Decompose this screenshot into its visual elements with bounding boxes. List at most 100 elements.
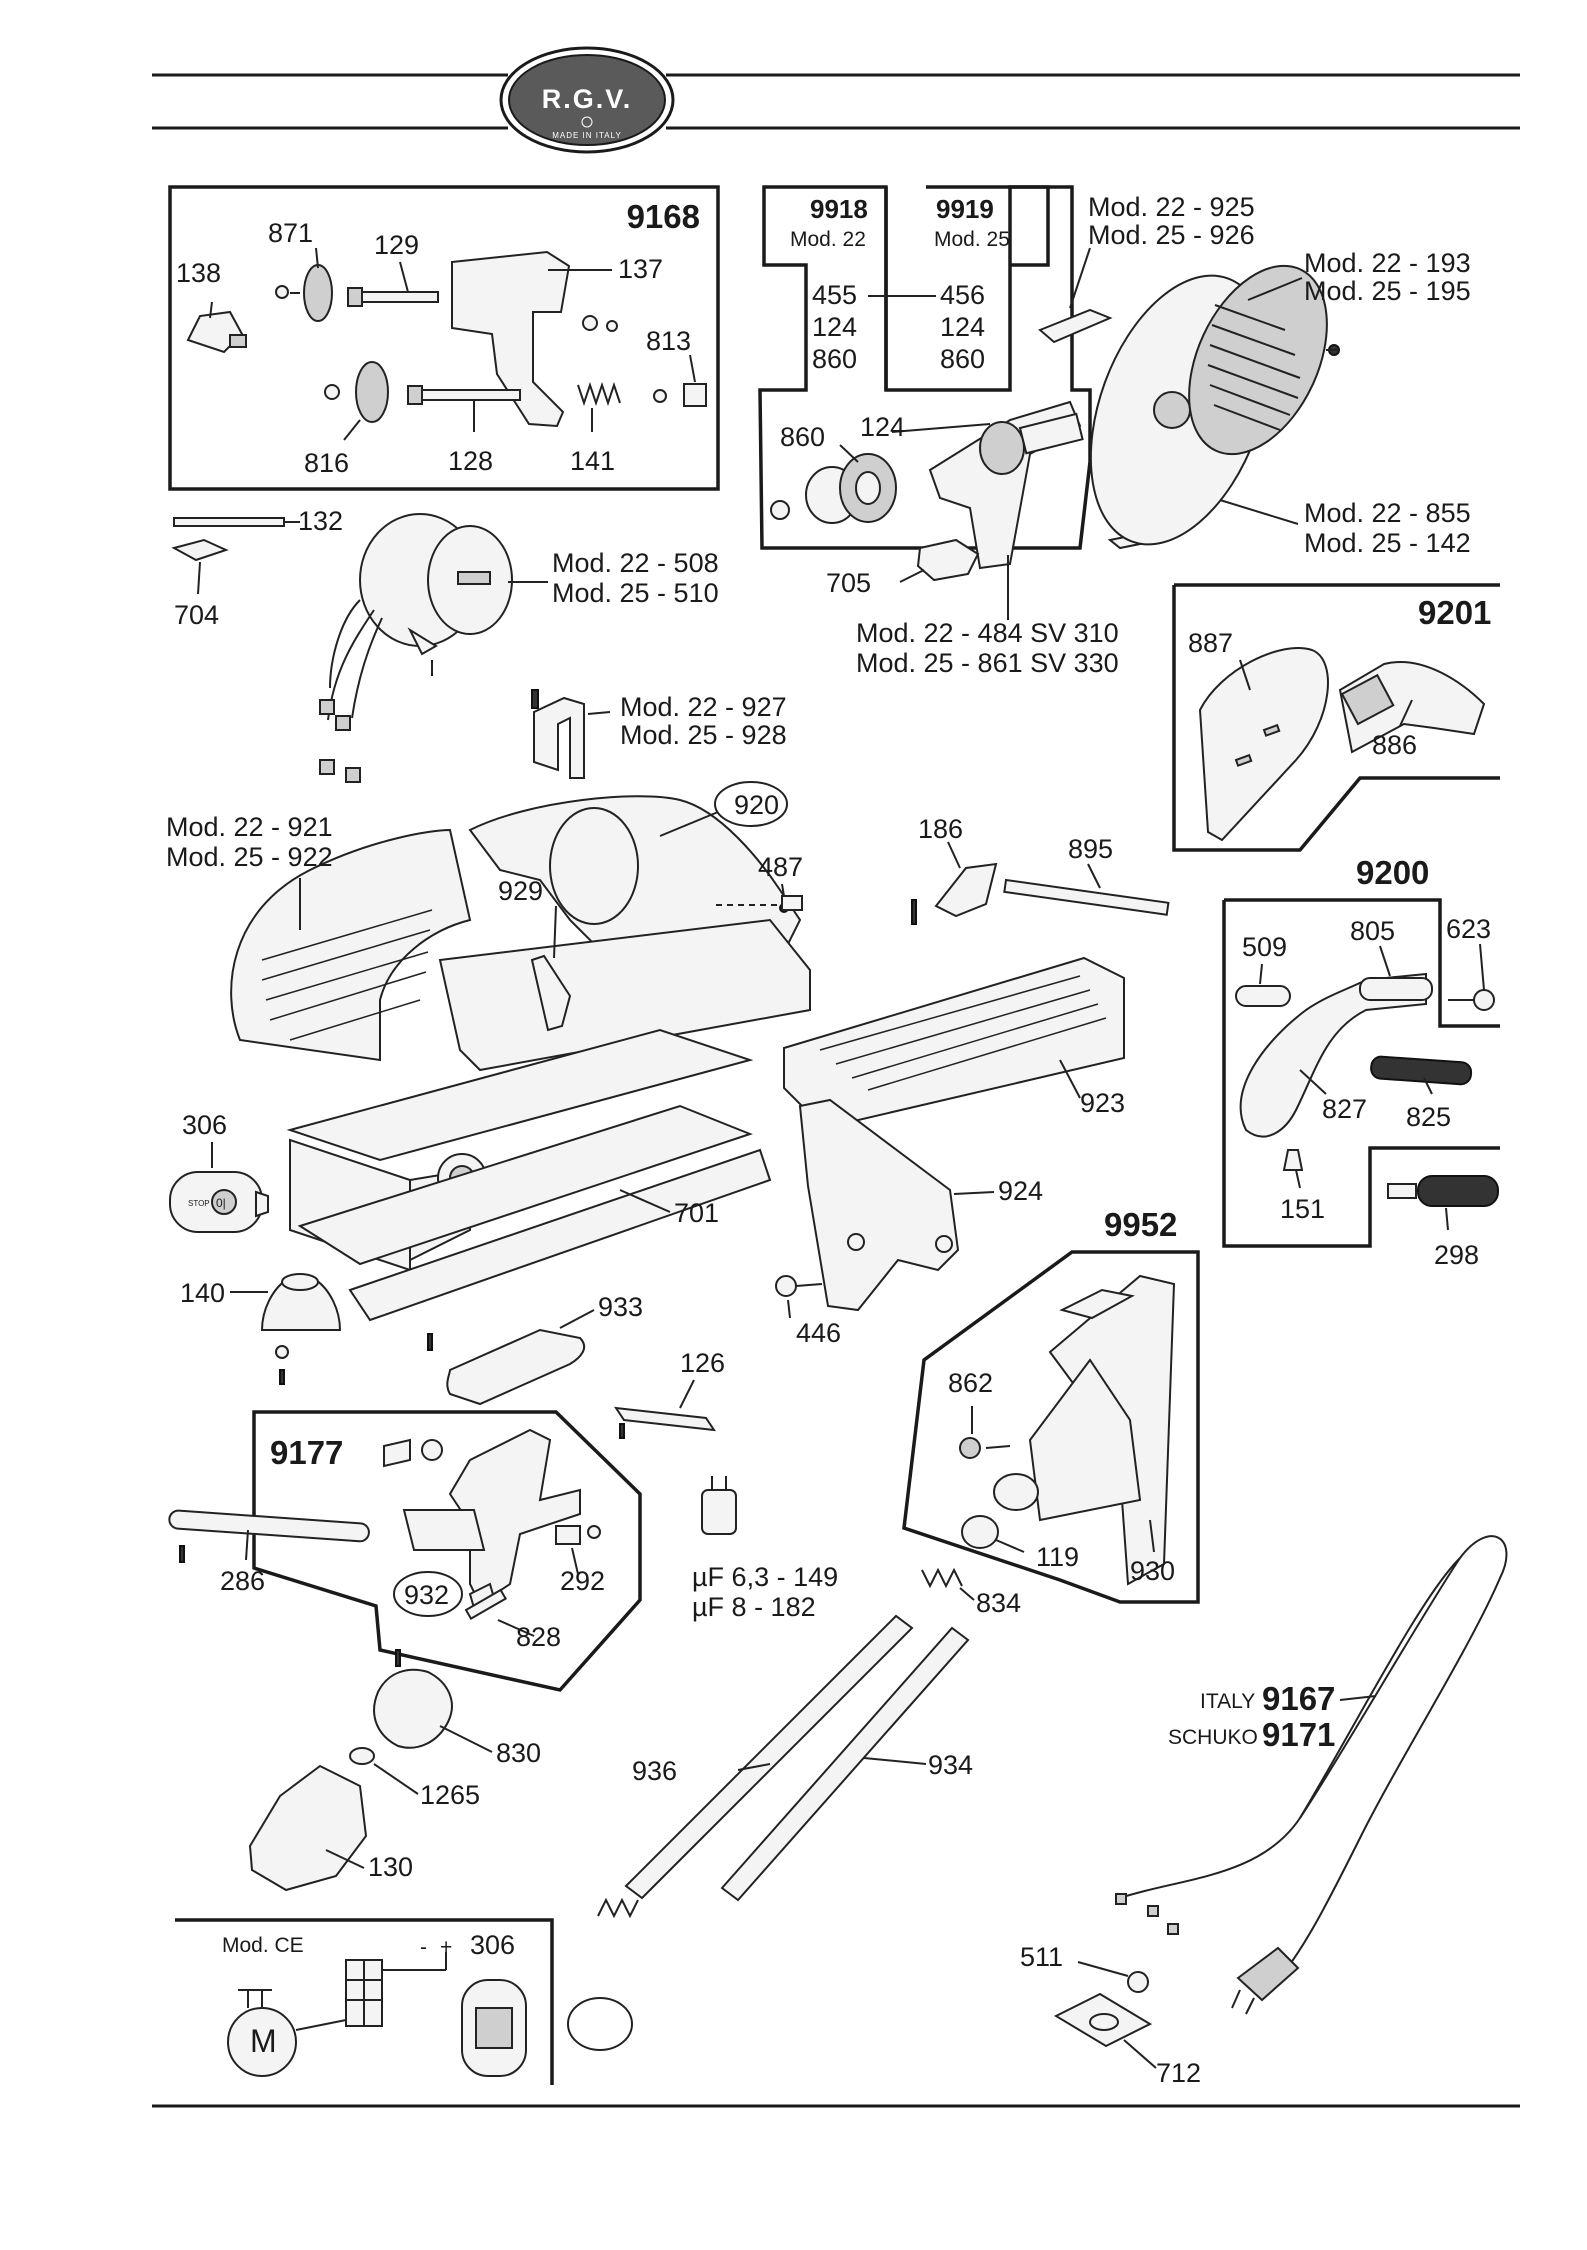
inset-title: Mod. CE [222,1934,304,1957]
part-805-grip [1359,977,1433,1001]
label-923: 923 [1080,1088,1125,1118]
label-149: µF 6,3 - 149 [692,1562,838,1592]
group-9918-label: 9918 [810,194,868,224]
label-921-mod22: Mod. 22 - 921 [166,812,333,842]
part-137-bracket [451,250,571,428]
label-862: 862 [948,1368,993,1398]
group-9171-label: 9171 [1262,1716,1335,1753]
group-9177: 9177 932 292 828 [252,1410,642,1692]
part-149-capacitor [701,1489,737,1535]
label-825: 825 [1406,1102,1451,1132]
label-487: 487 [758,852,803,882]
label-860b: 860 [940,344,985,374]
label-140: 140 [180,1278,225,1308]
part-936-rod [624,1614,914,1900]
part-141-spring [577,381,621,407]
blade-assembly: Mod. 22 - 925 Mod. 25 - 926 Mod. 22 - 19… [1038,192,1471,558]
part-816-gear [355,361,389,423]
part-487-knob [781,895,803,911]
label-887: 887 [1188,628,1233,658]
logo-text: R.G.V. [542,84,633,114]
part-923-tray [783,956,1125,1130]
switch-stop-text: STOP [188,1199,210,1208]
capacitor-group: µF 6,3 - 149 µF 8 - 182 [692,1476,838,1622]
label-306b: 306 [470,1930,515,1960]
group-9177-label: 9177 [270,1434,343,1471]
sliding-rods-group: 834 936 934 [597,1567,1021,1919]
label-871: 871 [268,218,313,248]
label-934: 934 [928,1750,973,1780]
part-623-screw [1473,989,1495,1011]
part-511-grommet [1127,1971,1149,1993]
label-920: 920 [734,790,779,820]
main-housing: Mod. 22 - 921 Mod. 25 - 922 920 929 487 … [166,781,811,1322]
part-o-ring [567,1997,633,2051]
group-9200: 9200 509 805 623 827 825 151 298 [1222,854,1500,1270]
part-138-knob [186,310,244,354]
label-701: 701 [674,1198,719,1228]
wiring-inset: Mod. CE M - + 306 [175,1918,554,2085]
label-511: 511 [1020,1942,1063,1972]
part-934-rod [720,1626,970,1902]
page-header: R.G.V. MADE IN ITALY [152,46,1520,154]
label-193-mod25: Mod. 25 - 195 [1304,276,1471,306]
part-126-strap [613,1406,717,1432]
part-921-carriage-plate [230,828,472,1062]
label-124a: 124 [812,312,857,342]
part-705-block [916,538,980,582]
cord-schuko-prefix: SCHUKO [1168,1726,1258,1749]
part-129-shaft [359,291,439,303]
label-128: 128 [448,446,493,476]
motor-symbol-letter: M [250,2023,277,2059]
group-9918-9919: 9918 Mod. 22 9919 Mod. 25 455 456 124 12… [758,185,1119,678]
rgv-logo: R.G.V. MADE IN ITALY [499,46,675,154]
part-827-handle [1239,972,1427,1138]
label-705: 705 [826,568,871,598]
label-193-mod22: Mod. 22 - 193 [1304,248,1471,278]
label-141: 141 [570,446,615,476]
part-862-nut [959,1437,981,1459]
bracket-927-group: Mod. 22 - 927 Mod. 25 - 928 [531,689,787,779]
part-286-rod [168,1509,370,1543]
label-855-mod22: Mod. 22 - 855 [1304,498,1471,528]
part-927-bracket [533,696,585,779]
label-925-mod25: Mod. 25 - 926 [1088,220,1255,250]
label-828: 828 [516,1622,561,1652]
label-129: 129 [374,230,419,260]
label-886: 886 [1372,730,1417,760]
label-484-mod25: Mod. 25 - 861 SV 330 [856,648,1119,678]
group-9201-label: 9201 [1418,594,1491,631]
label-895: 895 [1068,834,1113,864]
group-9200-label: 9200 [1356,854,1429,891]
label-306a: 306 [182,1110,227,1140]
thickness-knob-group: 830 1265 130 [248,1649,541,1892]
part-292-bushing [555,1525,581,1545]
part-128-shaft [419,389,521,401]
cable-gland-group: 511 712 [1020,1942,1201,2088]
part-186-bracket [934,862,998,918]
label-286: 286 [220,1566,265,1596]
part-933-pad [446,1328,586,1406]
label-830: 830 [496,1738,541,1768]
part-509-spacer [1235,985,1291,1007]
switch-feet-group: STOP 0| 306 140 933 [169,1110,643,1406]
label-508-mod25: Mod. 25 - 510 [552,578,719,608]
label-933: 933 [598,1292,643,1322]
label-1265: 1265 [420,1780,480,1810]
part-193-cover [1188,264,1328,456]
label-930: 930 [1130,1556,1175,1586]
group-9201: 9201 887 886 [1172,583,1500,852]
label-924: 924 [998,1176,1043,1206]
motor-assembly: 132 704 Mod. 22 - 508 Mod. 25 - 510 [171,506,719,783]
part-887-shield [1198,647,1329,842]
part-1265-washer [349,1747,375,1765]
part-895-rod [1003,878,1170,916]
label-927-mod22: Mod. 22 - 927 [620,692,787,722]
part-298-grip [1417,1175,1499,1207]
label-186: 186 [918,814,963,844]
label-704: 704 [174,600,219,630]
part-151-peg [1282,1149,1304,1171]
part-132-pin [173,517,285,527]
label-182: µF 8 - 182 [692,1592,816,1622]
